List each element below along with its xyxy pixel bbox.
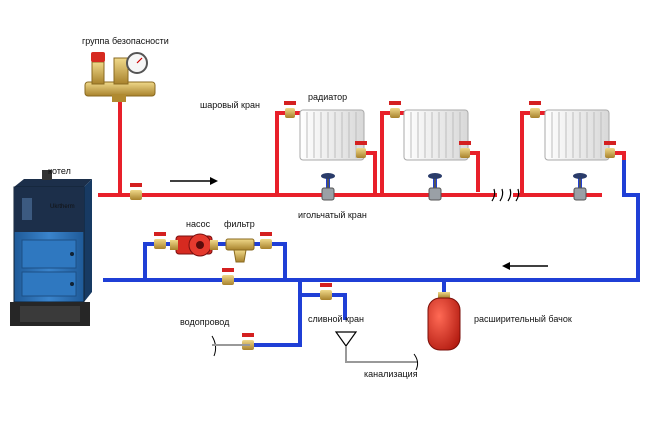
boiler-brand: Ukrtherm <box>50 204 75 210</box>
safety-group-icon <box>84 52 156 102</box>
pipe-break-icon <box>491 188 520 202</box>
label-expansion-tank: расширительный бачок <box>474 314 572 324</box>
label-drain-valve: сливной кран <box>308 314 364 324</box>
arrow-right-icon <box>170 177 218 185</box>
label-filter: фильтр <box>224 219 255 229</box>
label-ball-valve: шаровый кран <box>200 100 260 110</box>
ball-valve-icon <box>529 101 541 118</box>
ball-valve-icon <box>320 283 332 300</box>
filter-icon <box>225 238 255 263</box>
ball-valve-icon <box>604 141 616 158</box>
ball-valve-icon <box>222 268 234 285</box>
ball-valve-icon <box>154 232 166 249</box>
arrow-left-icon <box>502 262 548 270</box>
ball-valve-icon <box>459 141 471 158</box>
water-supply-break-icon <box>211 335 250 357</box>
boiler-icon: Ukrtherm <box>10 170 92 326</box>
ball-valve-icons <box>130 101 616 350</box>
needle-valve-icon <box>321 173 335 201</box>
needle-valve-icon <box>573 173 587 201</box>
radiator-2-icon <box>403 109 469 161</box>
label-boiler: котел <box>48 166 71 176</box>
ball-valve-icon <box>260 232 272 249</box>
label-needle-valve: игольчатый кран <box>298 210 367 220</box>
label-safety-group: группа безопасности <box>82 36 169 46</box>
ball-valve-icon <box>284 101 296 118</box>
label-sewer: канализация <box>364 369 418 379</box>
expansion-tank-icon <box>427 292 461 351</box>
labels: группа безопасности шаровый кран радиато… <box>48 36 572 379</box>
label-water-supply: водопровод <box>180 317 230 327</box>
ball-valve-icon <box>242 333 254 350</box>
needle-valve-icon <box>428 173 442 201</box>
ball-valve-icon <box>355 141 367 158</box>
ball-valve-icon <box>389 101 401 118</box>
needle-valve-icons <box>321 173 587 201</box>
label-pump: насос <box>186 219 211 229</box>
radiator-1-icon <box>299 109 365 161</box>
label-radiator: радиатор <box>308 92 347 102</box>
pump-icon <box>170 233 218 257</box>
ball-valve-icon <box>130 183 142 200</box>
drain-funnel-icon <box>334 331 419 371</box>
radiator-3-icon <box>544 109 610 161</box>
